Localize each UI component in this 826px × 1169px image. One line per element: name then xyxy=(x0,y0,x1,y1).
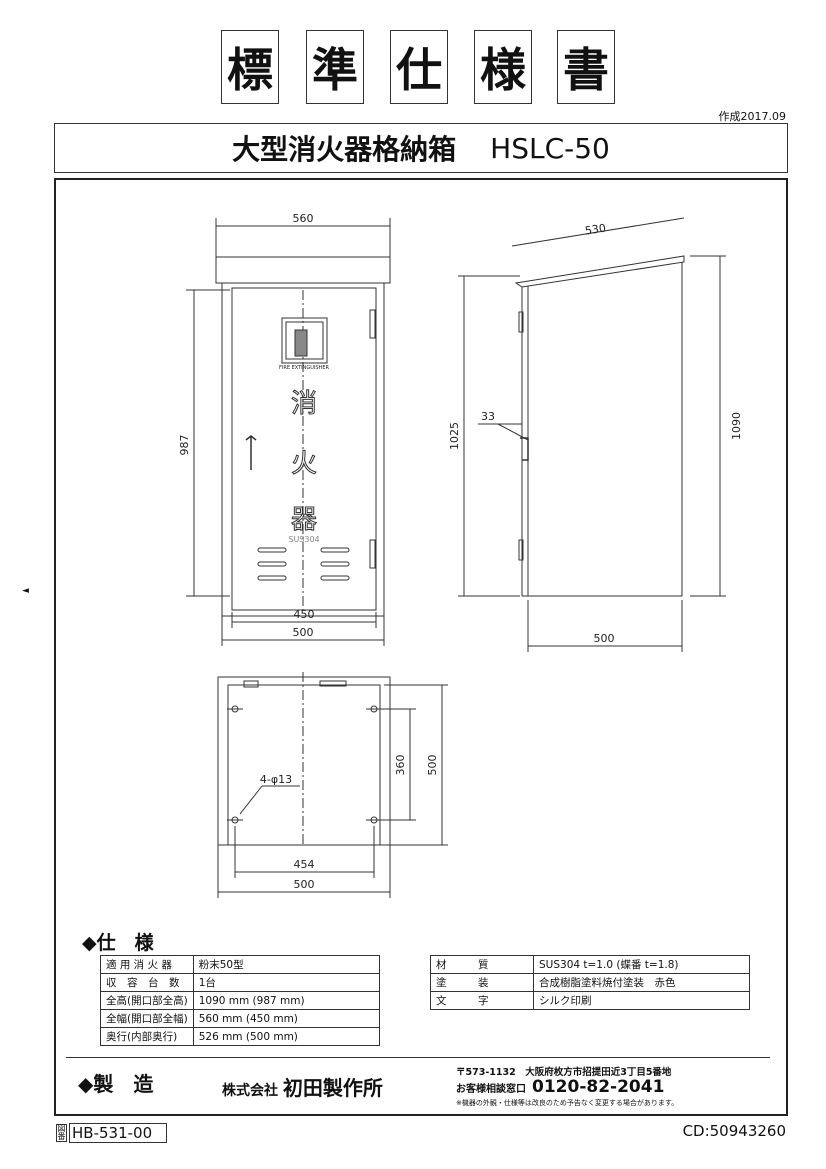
title-char-3: 仕 xyxy=(390,30,448,104)
product-name: 大型消火器格納箱 xyxy=(232,133,457,166)
vertical-char-2: 火 xyxy=(291,449,317,479)
table-row: 全高(開口部全高)1090 mm (987 mm) xyxy=(100,991,380,1010)
table-row: 塗 装合成樹脂塗料焼付塗装 赤色 xyxy=(430,973,750,992)
hole-spec: 4-φ13 xyxy=(260,773,292,786)
contact-label: お客様相談窓口 xyxy=(456,1084,526,1095)
spec-value: SUS304 t=1.0 (蝶番 t=1.8) xyxy=(533,955,750,974)
dim-outer-width: 500 xyxy=(293,626,314,639)
vertical-char-1: 消 xyxy=(291,389,317,419)
dim-height-1025: 1025 xyxy=(448,422,461,450)
dim-offset: 33 xyxy=(481,410,495,423)
table-row: 適 用 消 火 器粉末50型 xyxy=(100,955,380,974)
product-title: 大型消火器格納箱 HSLC-50 xyxy=(54,123,788,173)
spec-key: 適 用 消 火 器 xyxy=(100,955,194,974)
dim-bottom-width: 500 xyxy=(294,878,315,891)
company-name: 株式会社 初田製作所 xyxy=(222,1072,383,1101)
spec-value: シルク印刷 xyxy=(533,991,750,1010)
maker-heading: ◆製 造 xyxy=(78,1072,154,1096)
spec-key: 材 質 xyxy=(430,955,534,974)
table-row: 全幅(開口部全幅)560 mm (450 mm) xyxy=(100,1009,380,1028)
title-char-5: 書 xyxy=(557,30,615,104)
company-address: 〒573-1132 大阪府枚方市招提田近3丁目5番地 xyxy=(456,1067,672,1078)
margin-marker: ◄ xyxy=(22,586,29,596)
dim-width-top: 560 xyxy=(293,212,314,225)
title-char-2: 準 xyxy=(306,30,364,104)
spec-value: 粉末50型 xyxy=(192,955,380,974)
cd-code: CD:50943260 xyxy=(682,1122,786,1140)
dim-hole-depth: 360 xyxy=(394,755,407,776)
spec-value: 1台 xyxy=(192,973,380,992)
spec-value: 合成樹脂塗料焼付塗装 赤色 xyxy=(533,973,750,992)
spec-key: 奥行(内部奥行) xyxy=(100,1027,194,1046)
doc-no: HB-531-00 xyxy=(69,1123,168,1143)
doc-label: 図番 xyxy=(56,1124,67,1142)
document-number: 図番 HB-531-00 xyxy=(56,1123,168,1143)
contact: お客様相談窓口 0120-82-2041 xyxy=(456,1077,664,1097)
divider xyxy=(66,1057,770,1058)
dim-depth-bottom: 500 xyxy=(594,632,615,645)
spec-key: 文 字 xyxy=(430,991,534,1010)
drawing-frame xyxy=(54,178,788,1116)
product-model: HSLC-50 xyxy=(490,131,610,165)
spec-heading: ◆仕 様 xyxy=(82,932,154,954)
change-note: ※機器の外観・仕様等は改良のため予告なく変更する場合があります。 xyxy=(456,1099,679,1107)
spec-key: 収 容 台 数 xyxy=(100,973,194,992)
phone-number: 0120-82-2041 xyxy=(532,1077,665,1097)
dim-hole-span: 454 xyxy=(294,858,315,871)
dim-height-1090: 1090 xyxy=(730,412,743,440)
spec-value: 526 mm (500 mm) xyxy=(192,1027,380,1046)
spec-value: 560 mm (450 mm) xyxy=(192,1009,380,1028)
material-mark: SUS304 xyxy=(288,535,319,544)
table-row: 文 字シルク印刷 xyxy=(430,991,750,1010)
dim-bottom-depth: 500 xyxy=(426,755,439,776)
spec-key: 全幅(開口部全幅) xyxy=(100,1009,194,1028)
spec-key: 全高(開口部全高) xyxy=(100,991,194,1010)
title-char-4: 様 xyxy=(474,30,532,104)
created-date: 作成2017.09 xyxy=(718,110,787,123)
spec-key: 塗 装 xyxy=(430,973,534,992)
spec-value: 1090 mm (987 mm) xyxy=(192,991,380,1010)
company-prefix: 株式会社 xyxy=(222,1083,278,1099)
dim-inner-width: 450 xyxy=(294,608,315,621)
title-char-1: 標 xyxy=(221,30,279,104)
dim-depth-top: 530 xyxy=(584,221,607,237)
vertical-char-3: 器 xyxy=(291,505,317,535)
company-main: 初田製作所 xyxy=(282,1076,383,1100)
sign-text: FIRE EXTINGUISHER xyxy=(279,365,329,371)
table-row: 奥行(内部奥行)526 mm (500 mm) xyxy=(100,1027,380,1046)
dim-height-front: 987 xyxy=(178,435,191,456)
